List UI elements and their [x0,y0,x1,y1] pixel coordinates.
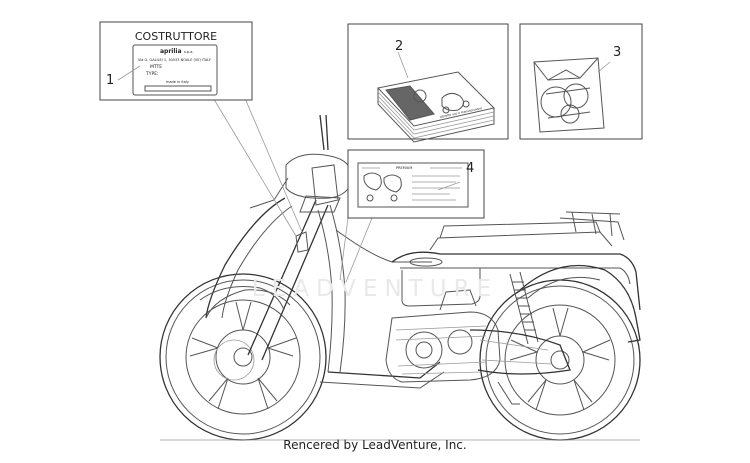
plate-type: TYPE: [145,71,159,77]
plate-brand-suffix: s.p.a. [184,50,194,54]
plate-heading: COSTRUTTORE [135,30,217,43]
part-3-toolkit-box [519,23,643,140]
plate-address: Via G. GALILEI 1, 30033 NOALE (VE) ITALY [138,58,212,62]
callout-4: 4 [466,161,474,176]
part-4-decal-box: PREMIUM [347,149,485,219]
plate-mtte: MTTE [150,64,162,70]
rear-wheel [479,279,641,441]
callout-2: 2 [395,39,403,54]
plate-made-in: made in Italy [166,80,189,84]
credit-line: Rencered by LeadVenture, Inc. [283,438,467,452]
leader-lines [211,95,373,283]
part-1-manufacturer-plate-box: COSTRUTTORE aprilia s.p.a. Via G. GALILE… [99,21,253,101]
part-2-manual-box: Libretto uso e manutenzione [347,23,509,143]
callout-1: 1 [106,73,114,88]
watermark: LEADVENTURE [251,276,499,302]
plate-brand: aprilia [160,48,182,55]
scooter-drawing [159,114,641,441]
engine [385,289,501,383]
decal-row-label: PREMIUM [396,166,412,170]
callout-3: 3 [613,45,621,60]
